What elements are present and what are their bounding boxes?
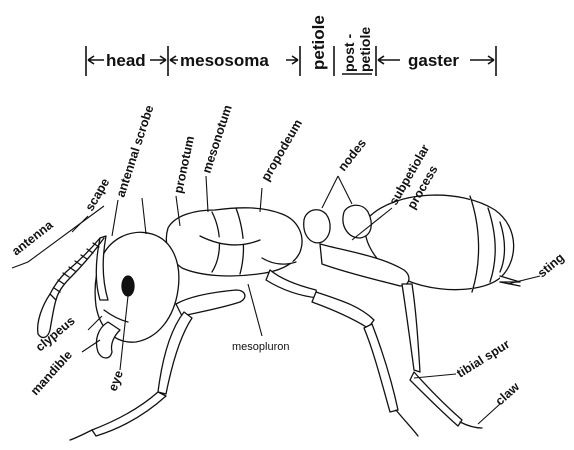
ant-illustration bbox=[38, 195, 520, 440]
label-eye: eye bbox=[106, 369, 126, 393]
segment-postpetiole-line2: petiole bbox=[357, 27, 373, 72]
label-mesonotum: mesonotum bbox=[200, 103, 235, 175]
label-tibial-spur: tibial spur bbox=[454, 337, 512, 381]
label-claw: claw bbox=[493, 380, 523, 409]
segment-head: head bbox=[106, 51, 146, 70]
segment-gaster: gaster bbox=[408, 51, 459, 70]
label-antennal-scrobe: antennal scrobe bbox=[114, 103, 157, 199]
label-mesopluron: mesopluron bbox=[232, 341, 289, 353]
segment-petiole: petiole bbox=[309, 15, 328, 70]
segment-postpetiole-line1: post - bbox=[341, 34, 357, 72]
label-antenna: antenna bbox=[9, 217, 56, 258]
segment-header: head mesosoma petiole post - petiole gas… bbox=[86, 15, 496, 76]
compound-eye bbox=[122, 276, 134, 296]
label-propodeum: propodeum bbox=[258, 117, 304, 184]
label-sting: sting bbox=[535, 250, 567, 280]
label-pronotum: pronotum bbox=[171, 135, 197, 195]
label-nodes: nodes bbox=[335, 136, 369, 174]
postpetiole-node bbox=[343, 205, 371, 238]
label-scape: scape bbox=[82, 176, 112, 214]
petiole-node bbox=[304, 210, 330, 243]
segment-mesosoma: mesosoma bbox=[180, 51, 269, 70]
label-mandible: mandible bbox=[28, 348, 75, 398]
